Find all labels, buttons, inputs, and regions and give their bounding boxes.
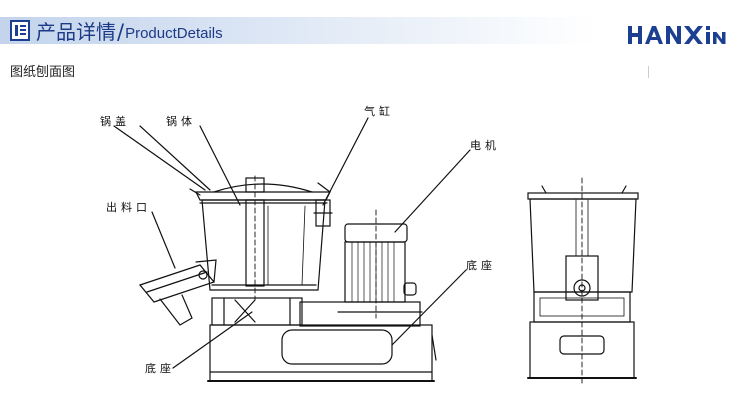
title-english: ProductDetails [125, 25, 223, 42]
base-window [281, 329, 393, 365]
label-base-bottom: 底座 [145, 361, 175, 375]
list-icon [10, 20, 30, 41]
label-outlet: 出料口 [106, 200, 151, 214]
section-title: 产品详情 / ProductDetails [36, 18, 223, 44]
label-base-right: 底座 [466, 258, 496, 272]
label-cylinder: 气缸 [364, 104, 394, 118]
right-lid [527, 192, 639, 200]
hanxin-logo [628, 26, 726, 44]
header-bar [0, 17, 744, 44]
label-pot-lid: 锅盖 [100, 114, 130, 128]
motor-body [344, 241, 406, 303]
section-header: 产品详情 / ProductDetails [0, 0, 744, 50]
label-pot-body: 锅体 [166, 114, 196, 128]
title-slash: / [117, 20, 125, 44]
right-pot [529, 198, 637, 293]
label-motor: 电机 [470, 138, 500, 152]
gearbox [565, 255, 599, 301]
drawing-caption: 图纸刨面图 [10, 65, 76, 80]
divider-tick [648, 66, 649, 78]
title-chinese: 产品详情 [36, 20, 116, 44]
